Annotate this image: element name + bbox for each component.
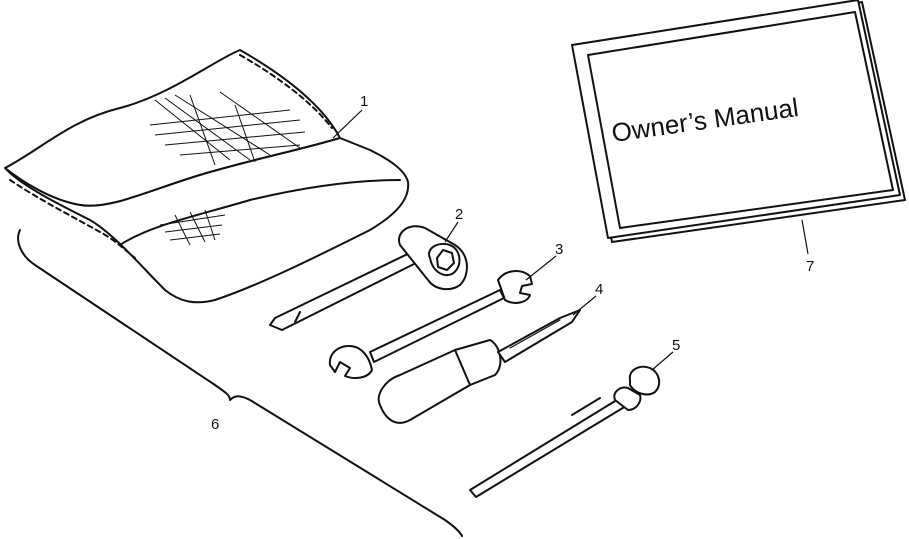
screwdriver: [377, 309, 581, 424]
callout-5: 5: [672, 337, 680, 354]
callout-leaders: [332, 109, 809, 371]
tool-pouch: [4, 49, 410, 304]
owners-manual: Owner’s Manual: [571, 0, 906, 243]
callout-3: 3: [555, 241, 563, 258]
callout-6: 6: [211, 416, 219, 433]
kit-bracket: [17, 229, 463, 537]
open-end-wrench: [328, 270, 533, 379]
spark-plug-wrench: [269, 225, 468, 331]
callout-7: 7: [806, 258, 814, 275]
callout-4: 4: [595, 281, 603, 298]
callout-1: 1: [360, 93, 368, 110]
extension-bar: [469, 365, 661, 498]
callout-2: 2: [455, 206, 463, 223]
